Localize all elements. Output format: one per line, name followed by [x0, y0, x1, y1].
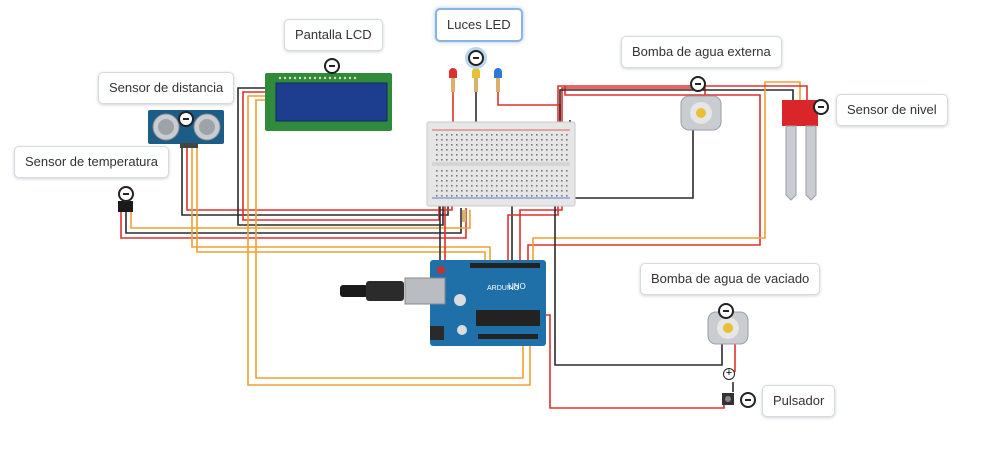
label-pump-external[interactable]: Bomba de agua externa: [621, 36, 782, 68]
wire-lcd-vcc: [242, 91, 440, 221]
label-drain-pump[interactable]: Bomba de agua de vaciado: [640, 263, 821, 295]
wire-temp-signal: [130, 210, 471, 229]
minus-circle-icon[interactable]: [178, 111, 194, 127]
wire-drain-black: [554, 200, 723, 366]
wire-pump-ext-ctrl: [527, 86, 761, 268]
drain-pump[interactable]: [707, 311, 749, 345]
wire-pump-ext-black: [569, 120, 694, 199]
label-temperature-sensor[interactable]: Sensor de temperatura: [14, 146, 169, 178]
wire-dist-black: [181, 145, 449, 216]
wire-lcd-gnd: [237, 87, 444, 226]
wire-lcd-sda: [247, 95, 531, 386]
arduino-model: UNO: [508, 282, 526, 291]
arduino-board[interactable]: ARDUINO UNO: [404, 260, 546, 346]
label-distance-sensor[interactable]: Sensor de distancia: [98, 72, 235, 104]
plus-circle-icon[interactable]: +: [723, 368, 735, 380]
label-button[interactable]: Pulsador: [762, 385, 836, 417]
arduino-brand: ARDUINO: [487, 285, 520, 292]
breadboard[interactable]: [426, 78, 576, 222]
minus-circle-icon[interactable]: [740, 392, 756, 408]
wire-lcd-scl: [255, 99, 524, 379]
wire-dist-red: [186, 145, 453, 211]
wire-button-red: [545, 314, 725, 409]
minus-circle-icon[interactable]: [468, 50, 484, 66]
wire-temp-red: [120, 208, 467, 239]
label-leds[interactable]: Luces LED: [435, 8, 523, 42]
minus-circle-icon[interactable]: [690, 76, 706, 92]
minus-circle-icon[interactable]: [813, 99, 829, 115]
push-button[interactable]: [722, 393, 734, 405]
leds[interactable]: [449, 68, 502, 78]
temperature-sensor[interactable]: [118, 201, 133, 212]
lcd-display[interactable]: [265, 73, 392, 131]
level-sensor[interactable]: [782, 100, 818, 201]
minus-circle-icon[interactable]: [324, 58, 340, 74]
wire-led-blue: [497, 90, 561, 120]
external-pump[interactable]: [680, 95, 722, 131]
minus-circle-icon[interactable]: [718, 303, 734, 319]
label-lcd[interactable]: Pantalla LCD: [284, 19, 383, 51]
minus-circle-icon[interactable]: [118, 186, 134, 202]
wire-dist-trig: [191, 145, 491, 270]
label-level-sensor[interactable]: Sensor de nivel: [836, 94, 948, 126]
usb-cable: [340, 281, 404, 301]
wire-temp-black: [125, 208, 462, 234]
distance-sensor[interactable]: [148, 110, 224, 148]
